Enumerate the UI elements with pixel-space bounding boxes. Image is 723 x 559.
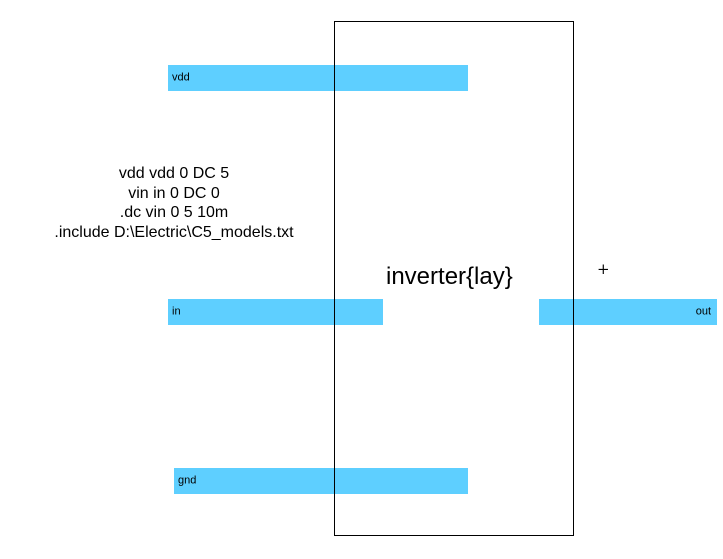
inverter-cell-outline[interactable] (334, 21, 574, 536)
cell-center-marker: + (597, 260, 610, 278)
in-export-label: in (172, 305, 181, 318)
spice-line: vdd vdd 0 DC 5 (118, 165, 230, 182)
in-export-bar[interactable]: in (168, 299, 383, 325)
gnd-export-bar[interactable]: gnd (174, 468, 468, 494)
vdd-export-bar[interactable]: vdd (168, 65, 468, 91)
vdd-export-label: vdd (172, 71, 190, 84)
spice-line: .dc vin 0 5 10m (119, 204, 229, 221)
spice-line: .include D:\Electric\C5_models.txt (54, 223, 294, 241)
spice-code-block[interactable]: vdd vdd 0 DC 5 vin in 0 DC 0 .dc vin 0 5… (16, 164, 332, 242)
out-export-bar[interactable]: out (539, 299, 717, 325)
gnd-export-label: gnd (178, 474, 197, 487)
out-export-label: out (695, 305, 711, 318)
cell-title: inverter{lay} (386, 263, 513, 290)
spice-line: vin in 0 DC 0 (128, 184, 220, 202)
